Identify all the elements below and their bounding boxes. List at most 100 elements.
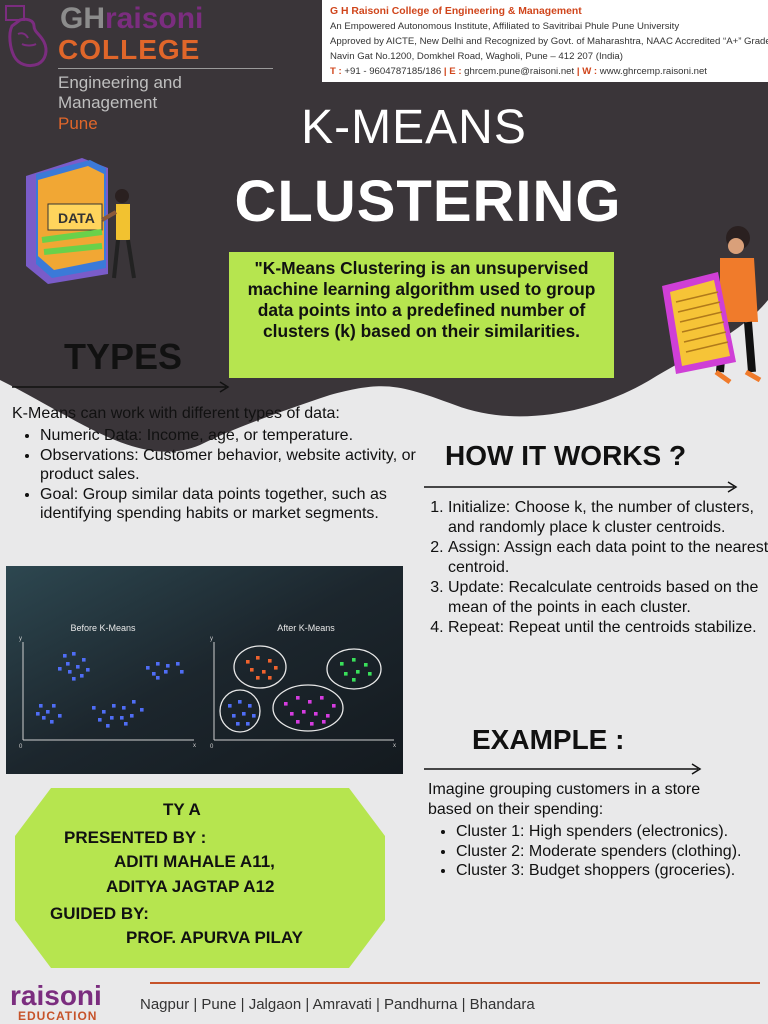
logo-subtitle: Engineering and Management — [58, 73, 182, 113]
after-origin-label: 0 — [210, 744, 214, 750]
cluster-point-orange — [268, 659, 272, 663]
list-item: Goal: Group similar data points together… — [40, 485, 430, 524]
logo-college: COLLEGE — [58, 34, 201, 65]
types-intro: K-Means can work with different types of… — [12, 405, 340, 422]
after-axes — [213, 642, 394, 741]
cluster-point-blue — [248, 704, 252, 708]
institute-info-box: G H Raisoni College of Engineering & Man… — [322, 0, 768, 82]
before-point — [176, 662, 180, 666]
before-y-axis-label: y — [19, 636, 22, 642]
list-item: Observations: Customer behavior, website… — [40, 446, 430, 485]
before-point — [112, 704, 116, 708]
before-points — [36, 652, 184, 728]
how-it-works-heading: HOW IT WORKS ? — [445, 440, 687, 471]
cluster-point-blue — [228, 704, 232, 708]
logo-eng-line2: Management — [58, 93, 158, 112]
title-line-1-wrap: K-MEANS — [0, 100, 768, 155]
cluster-point-blue — [246, 722, 250, 726]
definition-box: "K-Means Clustering is an unsupervised m… — [229, 252, 614, 378]
before-point — [146, 666, 150, 670]
before-point — [132, 700, 136, 704]
cluster-point-green — [368, 672, 372, 676]
before-point — [63, 654, 67, 658]
institution-name: G H Raisoni College of Engineering & Man… — [330, 6, 582, 17]
footer-brand-logo: raisoni — [10, 980, 102, 1011]
before-axes — [22, 642, 194, 741]
before-point — [58, 667, 62, 671]
info-line-2: Approved by AICTE, New Delhi and Recogni… — [330, 36, 768, 47]
after-y-axis-label: y — [210, 636, 213, 642]
website[interactable]: www.ghrcemp.raisoni.net — [597, 66, 707, 77]
logo-raisoni: raisoni — [105, 2, 204, 35]
email[interactable]: ghrcem.pune@raisoni.net — [461, 66, 575, 77]
cluster-point-magenta — [290, 712, 294, 716]
cluster-point-magenta — [302, 710, 306, 714]
logo-city: Pune — [58, 114, 98, 133]
cluster-point-orange — [256, 656, 260, 660]
before-point — [76, 665, 80, 669]
footer-brand-sub: EDUCATION — [18, 1009, 98, 1023]
before-point — [72, 652, 76, 656]
web-label: W : — [582, 66, 598, 77]
example-intro: Imagine grouping customers in a store ba… — [428, 781, 701, 818]
before-point — [42, 716, 46, 720]
kmeans-before-after-figure: Before K-Means After K-Means y x 0 y x 0 — [6, 566, 403, 774]
before-point — [50, 720, 54, 724]
contact-line: T : +91 - 9604787185/186 | E : ghrcem.pu… — [322, 64, 768, 79]
before-point — [92, 706, 96, 710]
student-1: ADITI MAHALE A11, — [114, 852, 275, 871]
step-item: Repeat: Repeat until the centroids stabi… — [448, 618, 768, 638]
before-point — [122, 706, 126, 710]
cluster-point-magenta — [310, 722, 314, 726]
types-heading: TYPES — [64, 336, 183, 377]
phone: +91 - 9604787185/186 — [341, 66, 442, 77]
step-item: Update: Recalculate centroids based on t… — [448, 578, 768, 618]
cluster-point-magenta — [322, 720, 326, 724]
list-item: Cluster 1: High spenders (electronics). — [456, 822, 768, 842]
before-point — [80, 674, 84, 678]
logo-divider — [58, 68, 273, 69]
list-item: Cluster 3: Budget shoppers (groceries). — [456, 861, 768, 881]
before-point — [52, 704, 56, 708]
footer-cities: Nagpur | Pune | Jalgaon | Amravati | Pan… — [140, 996, 535, 1013]
cluster-point-orange — [250, 668, 254, 672]
footer-divider — [150, 982, 760, 984]
before-point — [58, 714, 62, 718]
student-2: ADITYA JAGTAP A12 — [106, 877, 275, 896]
before-point — [82, 658, 86, 662]
before-point — [102, 710, 106, 714]
cluster-point-green — [356, 670, 360, 674]
cluster-point-green — [352, 678, 356, 682]
person-with-document-illustration — [662, 226, 762, 385]
class-name: TY A — [163, 800, 201, 819]
guide-name: PROF. APURVA PILAY — [126, 928, 303, 947]
before-point — [120, 716, 124, 720]
list-item: Cluster 2: Moderate spenders (clothing). — [456, 842, 768, 862]
sep-2: | — [574, 66, 583, 77]
before-point — [130, 714, 134, 718]
step-item: Assign: Assign each data point to the ne… — [448, 538, 768, 578]
before-point — [68, 670, 72, 674]
logo-gh: GH — [60, 2, 105, 35]
book-label: DATA — [58, 210, 95, 226]
list-item: Numeric Data: Income, age, or temperatur… — [40, 426, 430, 446]
after-points — [228, 656, 372, 726]
cluster-point-magenta — [296, 696, 300, 700]
cluster-point-magenta — [320, 696, 324, 700]
info-line-3: Navin Gat No.1200, Domkhel Road, Wagholi… — [330, 51, 623, 62]
before-point — [106, 724, 110, 728]
cluster-point-blue — [238, 700, 242, 704]
before-point — [152, 672, 156, 676]
before-point — [110, 716, 114, 720]
cluster-point-orange — [274, 666, 278, 670]
sep-1: | — [441, 66, 450, 77]
before-point — [166, 664, 170, 668]
before-point — [86, 668, 90, 672]
before-point — [46, 710, 50, 714]
before-point — [124, 722, 128, 726]
data-book-illustration: DATA — [26, 158, 136, 284]
title-line-2-wrap: CLUSTERING — [0, 168, 768, 235]
after-label: After K-Means — [277, 623, 335, 633]
logo-gh-text: GHraisoni — [60, 2, 203, 36]
presented-by-label: PRESENTED BY : — [64, 828, 207, 847]
